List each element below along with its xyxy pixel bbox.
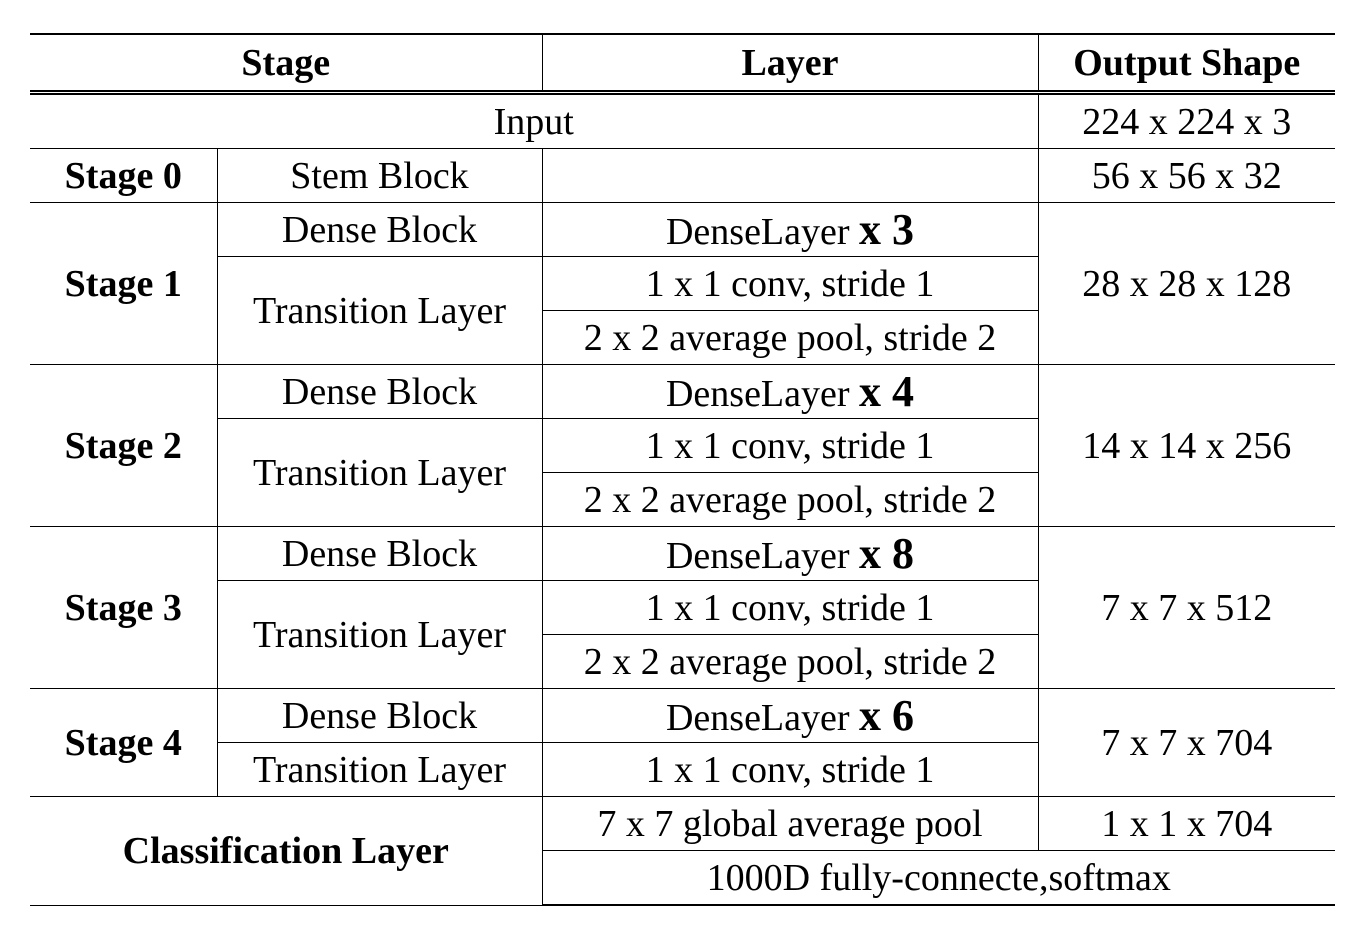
stage-3-transition: Transition Layer: [217, 580, 543, 689]
stage-4-dense-block: Dense Block: [216, 688, 543, 743]
stage-2-conv: 1 x 1 conv, stride 1: [541, 418, 1038, 473]
table-row: Classification Layer 7 x 7 global averag…: [30, 796, 1335, 906]
stage-3-shape: 7 x 7 x 512: [1037, 526, 1335, 689]
stage-1-repeat: x 3: [859, 204, 915, 254]
stage-3-name: Stage 3: [30, 526, 218, 689]
table-row: Stage 0 Stem Block 56 x 56 x 32: [30, 148, 1335, 203]
stage-4-name: Stage 4: [30, 688, 218, 797]
classification-fc: 1000D fully-connecte,softmax: [542, 850, 1335, 906]
header-output-shape: Output Shape: [1037, 33, 1335, 95]
stage-1-name: Stage 1: [30, 202, 218, 365]
classification-pool: 7 x 7 global average pool: [541, 796, 1039, 851]
stage-2-transition: Transition Layer: [217, 418, 543, 527]
stage-3-dense-block: Dense Block: [216, 526, 543, 581]
stage-2-dense-layer-cell: DenseLayer x 4: [541, 364, 1039, 419]
stage-0-block: Stem Block: [216, 148, 543, 203]
stage-4-dense-layer-cell: DenseLayer x 6: [541, 688, 1039, 743]
table-row: Transition Layer 1 x 1 conv, stride 1: [30, 742, 1335, 797]
table-row: Transition Layer 1 x 1 conv, stride 1: [30, 418, 1335, 527]
table-row: Transition Layer 1 x 1 conv, stride 1: [30, 580, 1335, 689]
architecture-table: Stage Layer Output Shape Input 224 x 224…: [30, 33, 1335, 906]
table-row: Stage 3 Dense Block DenseLayer x 8 7 x 7…: [30, 526, 1335, 689]
classification-pool-shape: 1 x 1 x 704: [1037, 796, 1335, 851]
table-row: 2 x 2 average pool, stride 2: [30, 472, 1335, 527]
stage-3-conv: 1 x 1 conv, stride 1: [541, 580, 1038, 635]
stage-3-dense-layer: DenseLayer: [665, 534, 850, 577]
header-row: Stage Layer Output Shape: [30, 33, 1335, 95]
table-row: Stage 4 Dense Block DenseLayer x 6 7 x 7…: [30, 688, 1335, 797]
table-row: Stage 1 Dense Block DenseLayer x 3 28 x …: [30, 202, 1335, 365]
stage-2-repeat: x 4: [859, 366, 915, 416]
input-label: Input: [30, 92, 1039, 149]
stage-4-transition: Transition Layer: [217, 742, 543, 797]
stage-4-dense-layer: DenseLayer: [665, 696, 850, 739]
table-row: 2 x 2 average pool, stride 2: [30, 634, 1335, 689]
stage-1-transition: Transition Layer: [217, 256, 543, 365]
stage-1-dense-layer: DenseLayer: [665, 210, 850, 253]
stage-3-pool: 2 x 2 average pool, stride 2: [542, 634, 1038, 689]
stage-1-pool: 2 x 2 average pool, stride 2: [542, 310, 1038, 365]
stage-0-name: Stage 0: [30, 148, 218, 203]
stage-2-dense-layer: DenseLayer: [665, 372, 850, 415]
table-row: Transition Layer 1 x 1 conv, stride 1: [30, 256, 1335, 365]
stage-2-shape: 14 x 14 x 256: [1037, 364, 1335, 527]
stage-4-shape: 7 x 7 x 704: [1037, 688, 1335, 797]
table-row: Input 224 x 224 x 3: [30, 92, 1335, 149]
stage-1-dense-block: Dense Block: [216, 202, 543, 257]
table-row: 1000D fully-connecte,softmax: [30, 850, 1335, 906]
stage-4-repeat: x 6: [859, 690, 915, 740]
stage-3-repeat: x 8: [859, 528, 915, 578]
stage-1-conv: 1 x 1 conv, stride 1: [541, 256, 1038, 311]
classification-name: Classification Layer: [30, 796, 543, 906]
header-layer: Layer: [541, 33, 1039, 95]
stage-3-dense-layer-cell: DenseLayer x 8: [541, 526, 1039, 581]
stage-2-name: Stage 2: [30, 364, 218, 527]
stage-0-layer-empty: [541, 148, 1039, 203]
stage-1-dense-layer-cell: DenseLayer x 3: [541, 202, 1039, 257]
stage-4-conv: 1 x 1 conv, stride 1: [541, 742, 1038, 797]
stage-1-shape: 28 x 28 x 128: [1037, 202, 1335, 365]
stage-0-shape: 56 x 56 x 32: [1037, 148, 1335, 203]
header-stage: Stage: [30, 33, 543, 95]
stage-2-dense-block: Dense Block: [216, 364, 543, 419]
input-shape: 224 x 224 x 3: [1037, 92, 1335, 149]
stage-2-pool: 2 x 2 average pool, stride 2: [542, 472, 1038, 527]
table-row: Stage 2 Dense Block DenseLayer x 4 14 x …: [30, 364, 1335, 527]
table-row: 2 x 2 average pool, stride 2: [30, 310, 1335, 365]
